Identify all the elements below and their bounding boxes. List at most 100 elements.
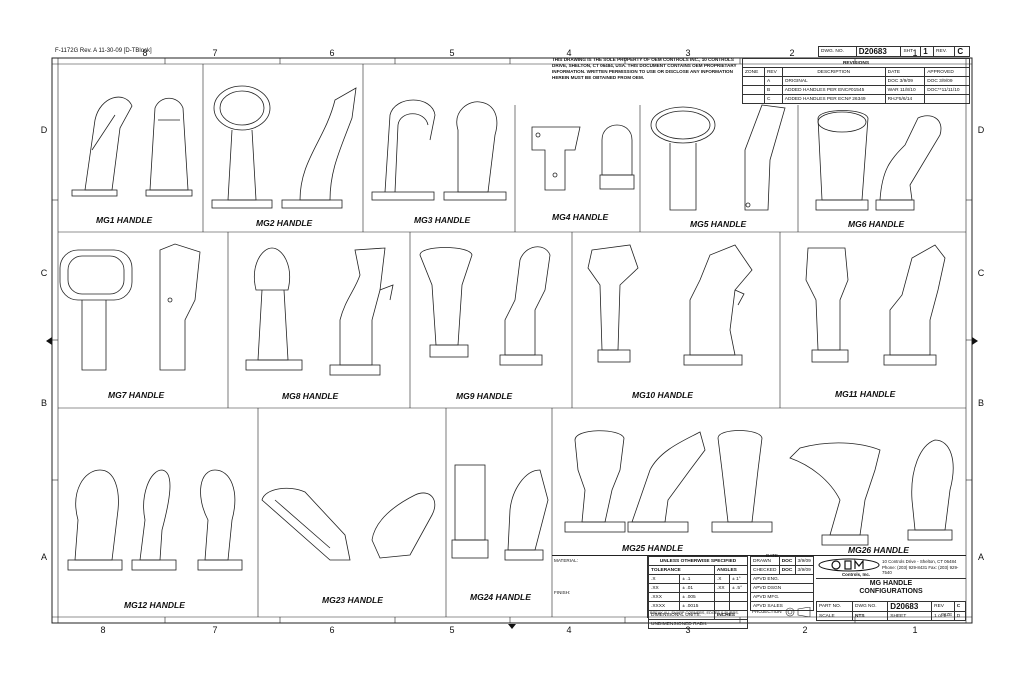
table-row: B ADDED HANDLES PER ENC#01545 WAR 11/8/1…	[742, 85, 970, 95]
company-phone: Phone: (203) 929-8431 Fax: (203) 929-754…	[882, 565, 959, 575]
handle-caption: MG12 HANDLE	[124, 600, 185, 610]
rev-approved: DOC**11/11/10	[924, 85, 970, 95]
zone-number: 6	[329, 48, 335, 58]
column-header: APPROVED	[924, 67, 970, 77]
dwg-no-value: D20683	[887, 601, 933, 612]
zone-number: 6	[329, 625, 335, 635]
tol-cell: .X	[713, 574, 731, 584]
zone-letter: A	[977, 552, 984, 562]
company-name: Controls, Inc.	[842, 572, 871, 577]
table-row: C ADDED HANDLES PER ECN# 26349 RHJ*5/6/1…	[742, 94, 970, 104]
tol-cell: ± .0015	[679, 601, 715, 611]
table-row: .XXX± .005	[647, 592, 748, 602]
handle-caption: MG9 HANDLE	[456, 391, 513, 401]
rev-zone	[742, 76, 765, 86]
rev-zone	[742, 94, 765, 104]
zone-number: 2	[802, 625, 808, 635]
rev-date: RHJ*5/6/14	[884, 94, 926, 104]
sheet-label: SHEET	[887, 611, 933, 621]
apvd-eng-label: APVD ENG.	[750, 574, 814, 584]
table-row: .XXXX± .0015	[647, 601, 748, 611]
undim-radii-label: UNDIMENSIONED RADII:	[648, 619, 748, 629]
zone-letter: B	[977, 398, 984, 408]
handle-caption: MG8 HANDLE	[282, 391, 339, 401]
rev-approved	[924, 94, 970, 104]
tol-cell: .X	[647, 574, 681, 584]
zone-number: 7	[212, 625, 218, 635]
zone-letter: C	[977, 268, 985, 278]
handle-caption: MG11 HANDLE	[835, 389, 896, 399]
zone-letter: B	[40, 398, 47, 408]
revisions-table: REVISIONS ZONE REV DESCRIPTION DATE APPR…	[742, 58, 970, 104]
date-value: 3/9/09	[794, 565, 814, 575]
tol-cell	[729, 592, 748, 602]
sht-value: 1	[920, 46, 935, 57]
rev-zone	[742, 85, 765, 95]
zone-number: 3	[685, 625, 691, 635]
drawn-value: DOC	[778, 556, 796, 566]
zone-number: 3	[685, 48, 691, 58]
rev-value: C	[953, 601, 967, 612]
handle-caption: MG23 HANDLE	[322, 595, 383, 605]
size-value: D	[953, 611, 967, 621]
tol-cell	[713, 601, 731, 611]
divider	[816, 578, 966, 579]
column-header: DESCRIPTION	[781, 67, 886, 77]
handle-caption: MG24 HANDLE	[470, 592, 531, 602]
form-reference: F-1172G Rev. A 11-30-09 [D-TBlock]	[55, 48, 152, 54]
proprietary-notice: THIS DRAWING IS THE SOLE PROPERTY OF OEM…	[552, 57, 737, 80]
apvd-dsgn-label: APVD DSGN	[750, 583, 814, 593]
handle-caption: MG6 HANDLE	[848, 219, 905, 229]
zone-letter: D	[977, 125, 985, 135]
handle-caption: MG1 HANDLE	[96, 215, 153, 225]
tol-cell: .XXXX	[647, 601, 681, 611]
checked-label: CHECKED	[750, 565, 780, 575]
rev-date: DOC 3/9/09	[884, 76, 926, 86]
projection-symbol-icon	[785, 607, 811, 617]
scale-value: NTS	[851, 611, 889, 621]
material-finish-box: MATERIAL: FINISH:	[552, 556, 648, 618]
sht-label: SHT	[900, 46, 922, 57]
zone-number: 1	[912, 625, 918, 635]
handle-caption: MG25 HANDLE	[622, 543, 683, 553]
column-header: ZONE	[742, 67, 765, 77]
drawing-number-header: DWG. NO. D20683 SHT 1 REV. C	[818, 46, 970, 57]
dwg-no-label: DWG. NO.	[818, 46, 857, 57]
rev-description: ORIGINAL	[781, 76, 886, 86]
handle-caption: MG3 HANDLE	[414, 215, 471, 225]
tol-cell: ± 1°	[729, 574, 748, 584]
scale-label: SCALE	[816, 611, 853, 621]
rev-approved: DOC 3/9/09	[924, 76, 970, 86]
part-no-label: PART NO.	[816, 601, 853, 612]
tol-cell: .XX	[647, 583, 681, 593]
revisions-title: REVISIONS	[742, 58, 970, 68]
tol-cell: ± .005	[679, 592, 715, 602]
tol-cell: ± .01	[679, 583, 715, 593]
rev-label: REV.	[933, 46, 956, 57]
table-row: A ORIGINAL DOC 3/9/09 DOC 3/9/09	[742, 76, 970, 86]
company-address: 10 Controls Drive - Shelton, CT 06484	[882, 559, 957, 564]
handle-caption: MG7 HANDLE	[108, 390, 165, 400]
date-value: 3/9/09	[794, 556, 814, 566]
tol-cell: ± .5°	[729, 583, 748, 593]
tolerance-table: UNLESS OTHERWISE SPECIFIED TOLERANCE ANG…	[647, 556, 749, 629]
apvd-sales-label: APVD SALES	[750, 601, 814, 611]
tol-cell	[729, 601, 748, 611]
zone-letter: C	[40, 268, 48, 278]
projection-label: PROJECTION	[752, 609, 782, 614]
zone-number: 4	[566, 48, 572, 58]
angles-label: ANGLES	[713, 565, 749, 575]
checked-value: DOC	[778, 565, 796, 575]
handle-caption: MG5 HANDLE	[690, 219, 747, 229]
part-dwg-table: PART NO. DWG NO. D20683 REV C SCALE NTS …	[816, 601, 967, 621]
rev-letter: B	[763, 85, 783, 95]
material-label: MATERIAL:	[554, 558, 578, 563]
break-edges-note: BREAK ALL SHARP CORNERS, EDGES & BURRS.	[650, 611, 739, 615]
handle-caption: MG10 HANDLE	[632, 390, 693, 400]
zone-letter: D	[40, 125, 48, 135]
tol-cell: ± .1	[679, 574, 715, 584]
tolerance-label: TOLERANCE	[648, 565, 715, 575]
table-row: .X± .1.X± 1°	[647, 574, 748, 584]
title-block: MATERIAL: FINISH: UNLESS OTHERWISE SPECI…	[552, 553, 967, 629]
